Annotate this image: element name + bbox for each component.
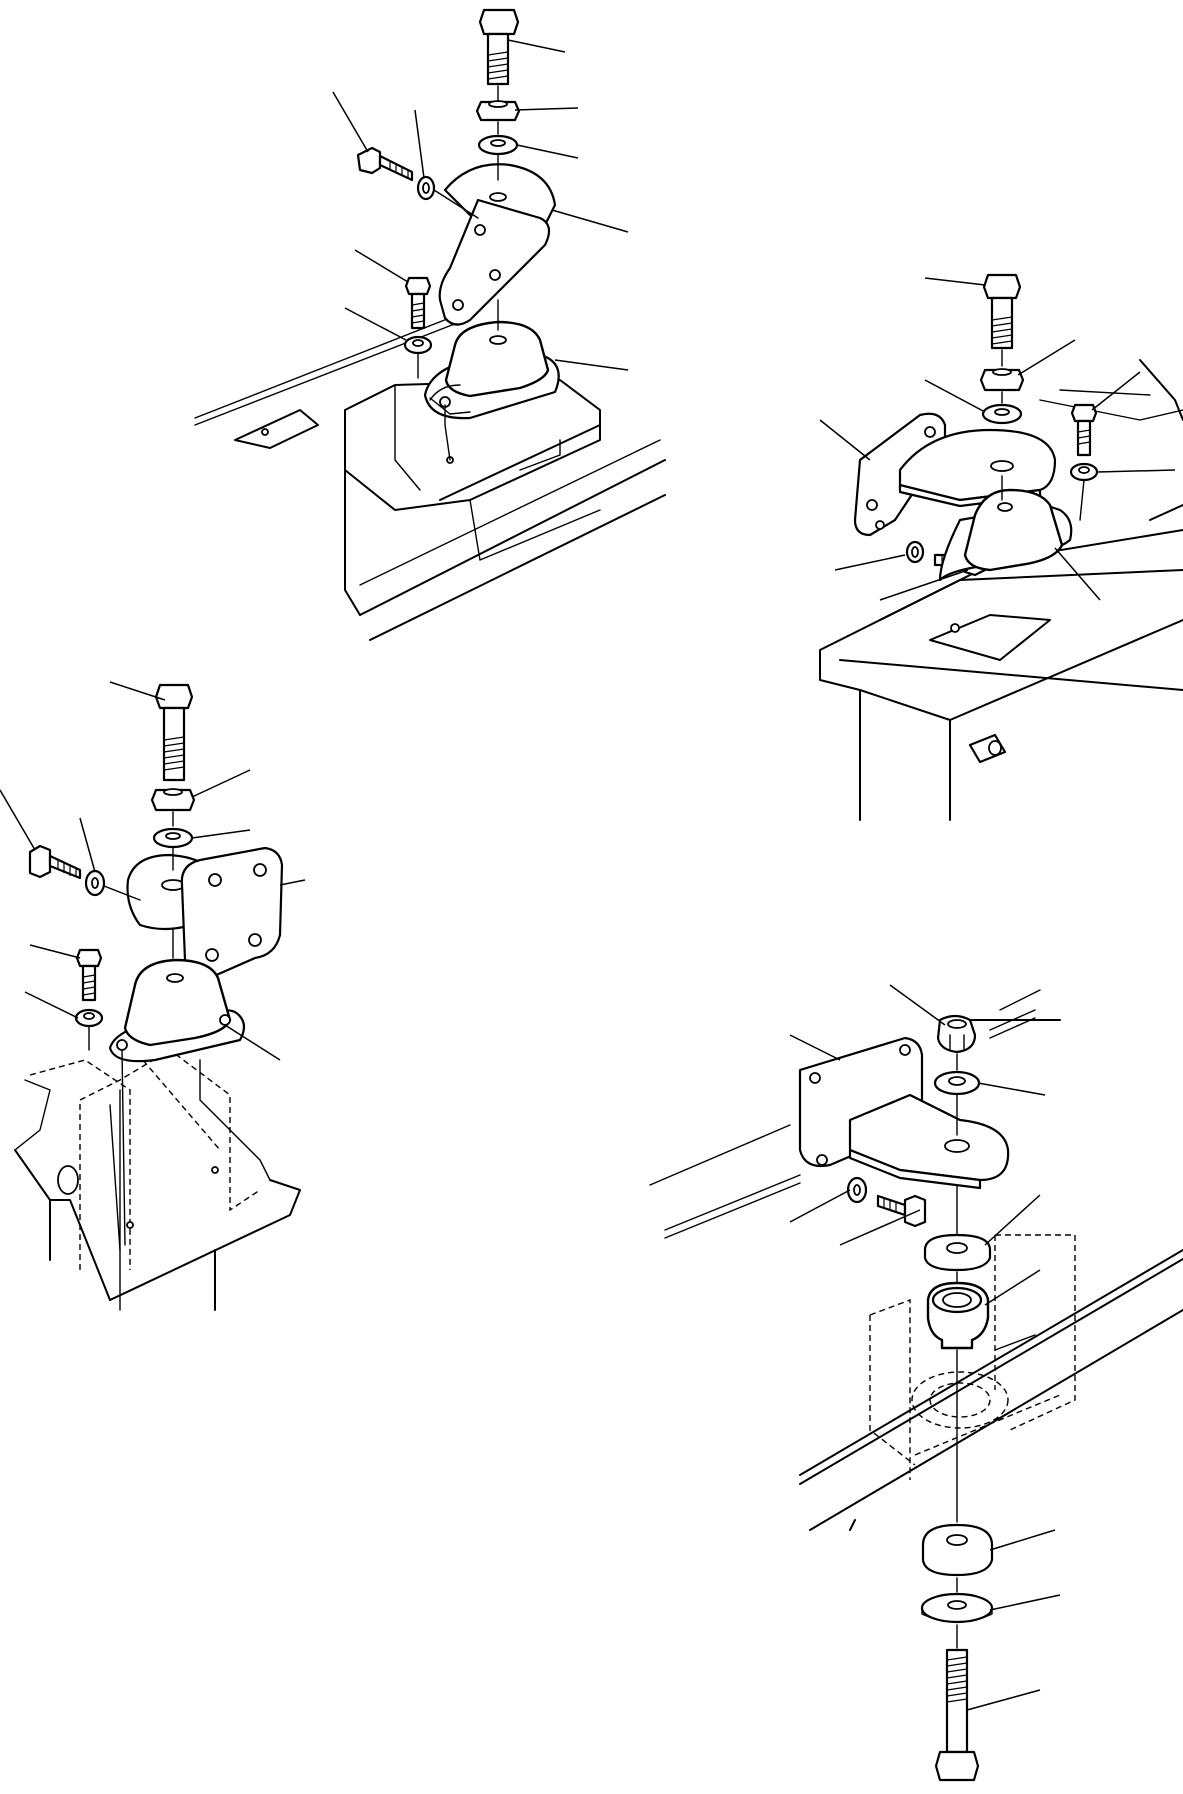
washer-icon [152,827,194,849]
washer-icon [477,134,519,156]
bracket [438,163,557,326]
assembly-axis [444,85,499,461]
washer-icon [933,1070,981,1096]
frame-outline [649,989,1183,1531]
bolt-icon [934,1648,980,1782]
small-bolt-icon [74,948,104,1051]
bracket [853,412,1057,537]
small-bolt-icon [1069,403,1099,521]
frame-outline [819,359,1183,821]
lower-cushion [921,1523,994,1577]
upper-cushion [923,1233,992,1272]
frame-outline [14,1044,301,1311]
washer-icon [981,403,1023,425]
callout-leaders [332,39,629,371]
view-right-lower [649,984,1183,1782]
rubber-mount [108,958,246,1063]
lower-washer [920,1592,994,1624]
bracket [126,846,284,982]
nut-icon [475,100,521,122]
side-bolt-icon [846,1176,927,1228]
callout-leaders [789,984,1061,1711]
assembly-axis [121,811,174,1246]
rubber-mount [938,488,1073,582]
bracket [798,1036,1010,1190]
side-bolt-icon [356,146,479,219]
view-left-middle [0,681,306,1311]
bolt-icon [478,8,520,86]
frame-outline [194,309,666,641]
bolt-icon [982,273,1022,350]
bolt-icon [154,683,194,782]
rubber-bushing [926,1281,990,1350]
small-bolt-icon [403,276,433,379]
view-top-center [194,8,666,641]
callout-leaders [0,681,306,1061]
rubber-mount [423,320,560,420]
nut-icon [979,368,1025,392]
nut-icon [936,1014,977,1054]
view-right-upper [819,273,1183,821]
callout-leaders [819,277,1176,601]
nut-icon [150,788,196,812]
side-bolt-icon [28,844,141,901]
